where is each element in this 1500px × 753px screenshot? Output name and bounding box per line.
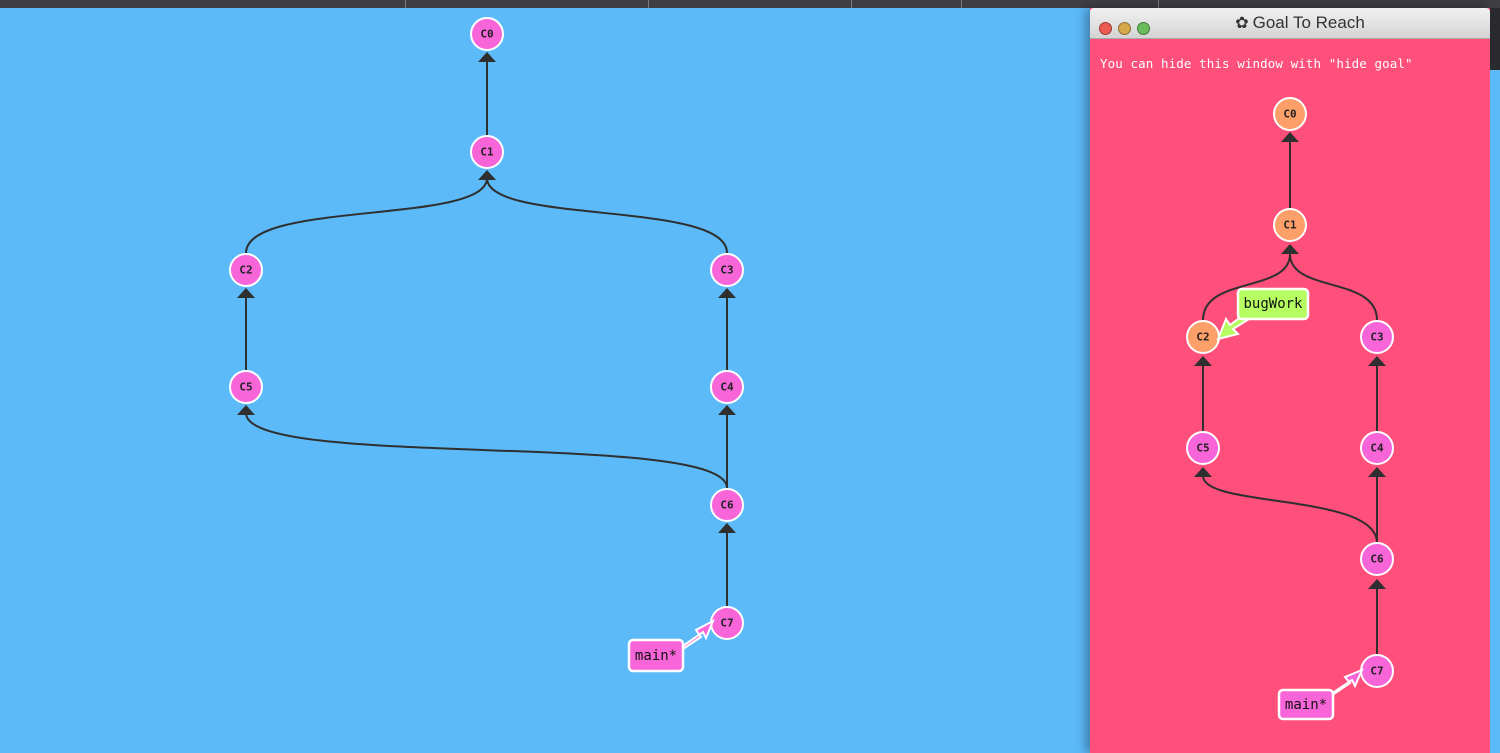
edge-c6-c5 [245, 412, 728, 489]
commit-label: C4 [720, 381, 734, 394]
commit-label: C7 [720, 617, 733, 630]
branch-label: bugWork [1243, 296, 1303, 312]
arrowhead [478, 52, 496, 62]
commit-label: C1 [480, 146, 494, 159]
branch-main[interactable]: main* [627, 618, 715, 673]
arrowhead [478, 170, 496, 180]
arrowhead [237, 288, 255, 298]
commit-node[interactable]: C2 [229, 253, 263, 287]
commit-label: C4 [1370, 442, 1384, 455]
commit-node[interactable]: C5 [229, 370, 263, 404]
arrowhead [1368, 356, 1386, 366]
goal-branch-bugwork: bugWork [1216, 287, 1310, 341]
arrowhead [718, 288, 736, 298]
close-button[interactable] [1099, 22, 1112, 35]
goal-window[interactable]: ✿Goal To Reach You can hide this window … [1090, 8, 1490, 753]
goal-commit-node: C6 [1360, 542, 1394, 576]
commit-label: C0 [1283, 108, 1296, 121]
commit-node[interactable]: C3 [710, 253, 744, 287]
commit-label: C7 [1370, 665, 1383, 678]
goal-commit-node: C1 [1273, 208, 1307, 242]
arrowhead [718, 405, 736, 415]
gear-icon: ✿ [1235, 15, 1249, 32]
branch-arrow [1327, 668, 1364, 699]
maximize-button[interactable] [1137, 22, 1150, 35]
minimize-button[interactable] [1118, 22, 1131, 35]
edge-c3-c1 [1289, 253, 1378, 321]
branch-label: main* [1285, 697, 1327, 713]
arrowhead [1194, 467, 1212, 477]
commit-label: C6 [720, 499, 734, 512]
goal-commit-node: C3 [1360, 320, 1394, 354]
window-edge-shadow [1490, 8, 1500, 70]
arrowhead [1194, 356, 1212, 366]
goal-hint-text: You can hide this window with "hide goal… [1100, 56, 1413, 71]
goal-commit-node: C5 [1186, 431, 1220, 465]
commit-label: C2 [1196, 331, 1209, 344]
commit-label: C0 [480, 28, 493, 41]
arrowhead [237, 405, 255, 415]
commit-label: C6 [1370, 553, 1384, 566]
menu-separator [961, 0, 962, 8]
edge-c2-c1 [245, 177, 488, 254]
commit-label: C5 [1196, 442, 1209, 455]
menu-separator [648, 0, 649, 8]
edge-c2-c1 [1202, 253, 1291, 321]
goal-branch-main: main* [1277, 668, 1364, 721]
arrowhead [1281, 244, 1299, 254]
commit-node[interactable]: C6 [710, 488, 744, 522]
goal-commit-node: C2 [1186, 320, 1220, 354]
goal-window-title: ✿Goal To Reach [1090, 8, 1500, 38]
menu-separator [851, 0, 852, 8]
top-menu-bar [0, 0, 1500, 8]
goal-title-text: Goal To Reach [1252, 13, 1365, 32]
goal-commit-node: C0 [1273, 97, 1307, 131]
arrowhead [1281, 132, 1299, 142]
edge-c6-c5 [1202, 475, 1378, 544]
commit-node[interactable]: C4 [710, 370, 744, 404]
background-strip [1490, 8, 1500, 753]
commit-label: C2 [239, 264, 252, 277]
commit-node[interactable]: C7 [710, 606, 744, 640]
commit-label: C3 [1370, 331, 1383, 344]
edge-c3-c1 [486, 177, 728, 254]
arrowhead [718, 523, 736, 533]
menu-separator [1158, 0, 1159, 8]
commit-node[interactable]: C1 [470, 135, 504, 169]
arrowhead [1368, 467, 1386, 477]
commit-graph: C0 C1 C2 C3 C5 C4 C6 C7 main* [229, 17, 744, 673]
arrowhead [1368, 579, 1386, 589]
goal-commit-node: C7 [1360, 654, 1394, 688]
commit-label: C1 [1283, 219, 1297, 232]
commit-label: C3 [720, 264, 733, 277]
branch-label: main* [635, 648, 677, 664]
goal-commit-graph: C0 C1 C2 C3 C5 C4 C6 C7 [1186, 97, 1394, 721]
commit-node[interactable]: C0 [470, 17, 504, 51]
menu-separator [405, 0, 406, 8]
commit-label: C5 [239, 381, 252, 394]
goal-commit-node: C4 [1360, 431, 1394, 465]
goal-window-titlebar[interactable]: ✿Goal To Reach [1090, 8, 1490, 39]
